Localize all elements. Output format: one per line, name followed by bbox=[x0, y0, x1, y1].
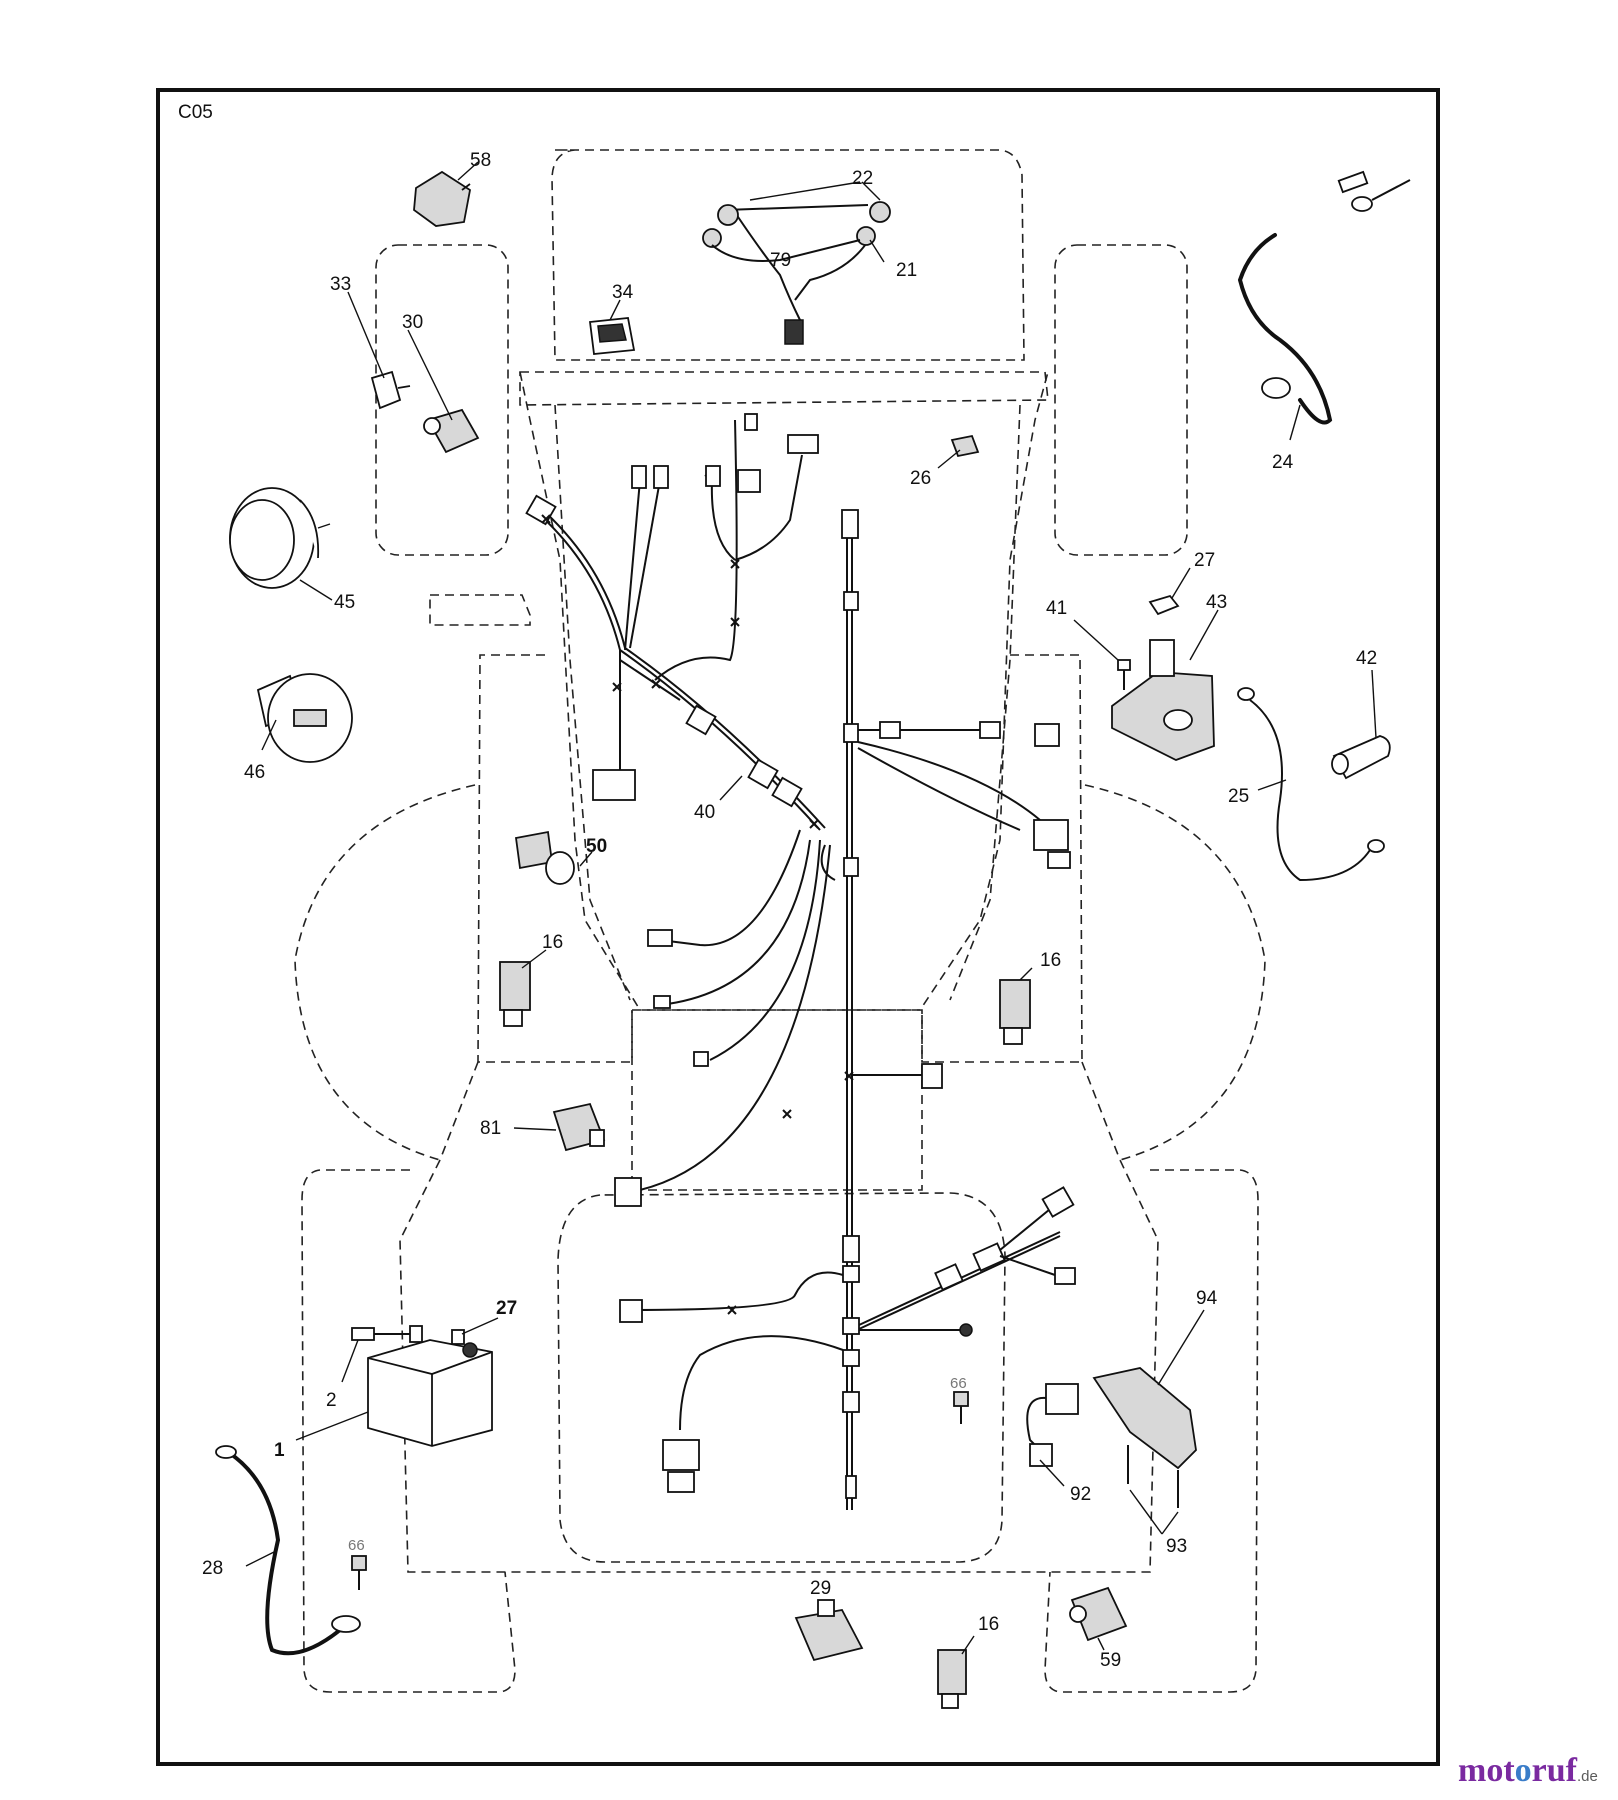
diagram-frame bbox=[156, 88, 1440, 1766]
watermark-part1: mot bbox=[1458, 1752, 1515, 1789]
callout-66-a: 66 bbox=[950, 1375, 967, 1392]
part-1-battery bbox=[367, 1339, 493, 1447]
callout-50: 50 bbox=[586, 836, 607, 857]
callout-27: 27 bbox=[1194, 550, 1215, 571]
part-59-module bbox=[1069, 1586, 1128, 1642]
callout-16-c: 16 bbox=[978, 1614, 999, 1635]
callout-26: 26 bbox=[910, 468, 931, 489]
part-46-hour-meter bbox=[256, 673, 353, 763]
part-25-cable bbox=[1237, 687, 1385, 882]
part-2-bolt bbox=[351, 1325, 423, 1343]
watermark-tld: .de bbox=[1576, 1768, 1598, 1785]
callout-27-battery: 27 bbox=[496, 1298, 517, 1319]
part-45-gauge bbox=[229, 487, 331, 589]
callout-24: 24 bbox=[1272, 452, 1294, 473]
part-42-boot bbox=[1331, 735, 1391, 780]
callout-66-b: 66 bbox=[348, 1537, 365, 1554]
callout-30: 30 bbox=[402, 312, 423, 333]
part-22-headlights bbox=[702, 201, 891, 345]
callout-45: 45 bbox=[334, 592, 355, 613]
part-16-switch-b bbox=[999, 979, 1031, 1045]
part-94-module bbox=[1026, 1367, 1197, 1470]
part-43-solenoid bbox=[1111, 639, 1215, 761]
part-27-nut bbox=[1148, 594, 1180, 616]
diagram-code: C05 bbox=[178, 102, 213, 123]
part-33-key bbox=[370, 370, 411, 410]
callout-labels: 58 22 79 21 33 30 34 26 24 45 27 41 43 4… bbox=[202, 150, 1377, 1671]
callout-93: 93 bbox=[1166, 1536, 1187, 1557]
part-24-cable bbox=[1237, 170, 1411, 425]
callout-79: 79 bbox=[770, 250, 791, 271]
part-34-switch bbox=[588, 317, 636, 355]
callout-41: 41 bbox=[1046, 598, 1067, 619]
callout-42: 42 bbox=[1356, 648, 1377, 669]
callout-43: 43 bbox=[1206, 592, 1227, 613]
part-50-switch bbox=[514, 830, 575, 885]
watermark-part2: o bbox=[1514, 1752, 1532, 1789]
callout-25: 25 bbox=[1228, 786, 1249, 807]
callout-16-b: 16 bbox=[1040, 950, 1061, 971]
wire-harness bbox=[525, 413, 1076, 1510]
part-66-screw-b bbox=[351, 1555, 367, 1590]
part-30-ignition-switch bbox=[423, 408, 480, 454]
callout-29: 29 bbox=[810, 1578, 831, 1599]
callout-46: 46 bbox=[244, 762, 265, 783]
callout-21: 21 bbox=[896, 260, 917, 281]
callout-94: 94 bbox=[1196, 1288, 1218, 1309]
part-93-screws bbox=[1127, 1445, 1179, 1508]
callout-2: 2 bbox=[326, 1390, 337, 1411]
part-29-switch bbox=[794, 1599, 864, 1662]
part-66-screw-a bbox=[953, 1391, 969, 1424]
callout-59: 59 bbox=[1100, 1650, 1121, 1671]
callout-28: 28 bbox=[202, 1558, 223, 1579]
callout-33: 33 bbox=[330, 274, 351, 295]
part-41-bolt bbox=[1117, 659, 1131, 690]
callout-16-a: 16 bbox=[542, 932, 563, 953]
watermark-logo: motoruf.de bbox=[1458, 1752, 1598, 1790]
part-16-switch-a bbox=[499, 961, 531, 1027]
tractor-outline bbox=[294, 149, 1266, 1693]
watermark-part3: ruf bbox=[1531, 1752, 1577, 1789]
part-16-switch-c bbox=[937, 1649, 967, 1709]
callout-22: 22 bbox=[852, 168, 873, 189]
callout-58: 58 bbox=[470, 150, 491, 171]
part-27-nut-battery bbox=[451, 1329, 465, 1345]
callout-81: 81 bbox=[480, 1118, 501, 1139]
part-81-relay bbox=[552, 1102, 606, 1152]
callout-92: 92 bbox=[1070, 1484, 1091, 1505]
part-28-cable bbox=[215, 1445, 361, 1656]
part-58-relay bbox=[413, 170, 471, 227]
callout-40: 40 bbox=[694, 802, 715, 823]
callout-34: 34 bbox=[612, 282, 634, 303]
leader-lines bbox=[245, 161, 1377, 1655]
callout-1: 1 bbox=[274, 1440, 285, 1461]
